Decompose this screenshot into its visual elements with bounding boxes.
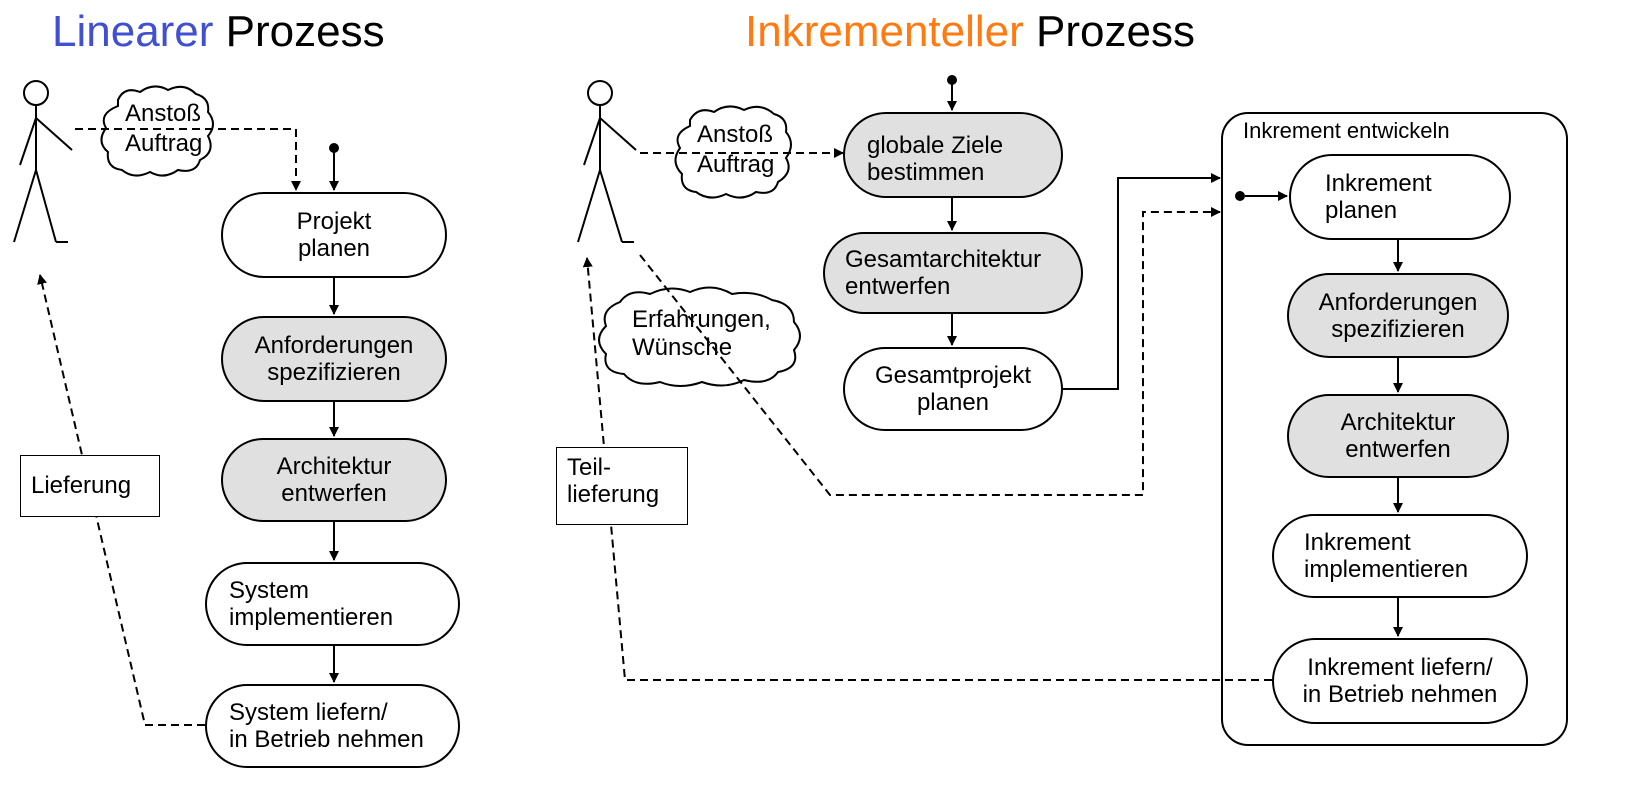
increment-step-implement: Inkrement implementieren [1272, 514, 1528, 598]
actor-figure-left [13, 80, 73, 243]
partial-delivery-label: Teil- lieferung [556, 447, 688, 525]
linear-step-deliver-label: System liefern/ in Betrieb nehmen [229, 699, 424, 753]
increment-step-deliver: Inkrement liefern/ in Betrieb nehmen [1272, 638, 1528, 724]
partial-delivery-arrow [582, 257, 1272, 681]
linear-step-architecture: Architektur entwerfen [221, 438, 447, 522]
linear-step-implement-label: System implementieren [229, 577, 394, 631]
linear-step-project-plan-label: Projekt planen [296, 208, 372, 262]
increment-step-architecture: Architektur entwerfen [1287, 394, 1509, 478]
global-step-goals-label: globale Ziele bestimmen [867, 132, 1004, 186]
increment-step-implement-label: Inkrement implementieren [1304, 529, 1469, 583]
title-linear-lead: Linearer [52, 7, 214, 56]
global-step-architecture-label: Gesamtarchitektur entwerfen [845, 246, 1042, 300]
increment-step-requirements-label: Anforderungen spezifizieren [1318, 288, 1478, 343]
linear-step-architecture-label: Architektur entwerfen [276, 453, 392, 507]
linear-initiative-arrow [75, 128, 301, 191]
title-incremental-process: Inkrementeller Prozess [745, 10, 1195, 54]
cloud-note-experience [598, 286, 801, 387]
increment-flow-arrows [1245, 191, 1403, 637]
linear-step-deliver: System liefern/ in Betrieb nehmen [205, 684, 460, 768]
incremental-start-dot [947, 75, 957, 85]
linear-step-project-plan: Projekt planen [221, 192, 447, 278]
increment-step-architecture-label: Architektur entwerfen [1340, 409, 1456, 463]
increment-step-plan-label: Inkrement planen [1325, 170, 1432, 224]
increment-start-dot [1235, 191, 1245, 201]
increment-step-deliver-label: Inkrement liefern/ in Betrieb nehmen [1302, 654, 1498, 708]
incremental-global-arrows [947, 84, 1221, 390]
title-linear-rest: Prozess [213, 7, 385, 56]
increment-frame-label: Inkrement entwickeln [1243, 118, 1450, 143]
global-step-project-plan-label: Gesamtprojekt planen [874, 362, 1032, 416]
note-initiative-incremental: Anstoß Auftrag [697, 121, 775, 178]
delivery-label: Lieferung [20, 455, 160, 517]
note-initiative-linear: Anstoß Auftrag [125, 100, 203, 157]
global-step-project-plan: Gesamtprojekt planen [843, 347, 1063, 431]
increment-step-plan: Inkrement planen [1289, 154, 1511, 240]
linear-step-implement: System implementieren [205, 562, 460, 646]
global-step-goals: globale Ziele bestimmen [843, 112, 1063, 198]
global-step-architecture: Gesamtarchitektur entwerfen [823, 232, 1083, 314]
cloud-note-linear [100, 85, 214, 177]
title-linear-process: Linearer Prozess [52, 10, 385, 54]
linear-start-dot [329, 143, 339, 153]
note-experience: Erfahrungen, Wünsche [632, 306, 771, 361]
linear-delivery-arrow [37, 274, 205, 726]
experience-feedback-arrow [639, 207, 1221, 496]
linear-step-requirements: Anforderungen spezifizieren [221, 316, 447, 402]
increment-step-requirements: Anforderungen spezifizieren [1287, 273, 1509, 358]
actor-figure-right [577, 80, 637, 243]
title-incremental-lead: Inkrementeller [745, 7, 1024, 56]
title-incremental-rest: Prozess [1023, 7, 1195, 56]
linear-step-requirements-label: Anforderungen spezifizieren [254, 332, 414, 386]
